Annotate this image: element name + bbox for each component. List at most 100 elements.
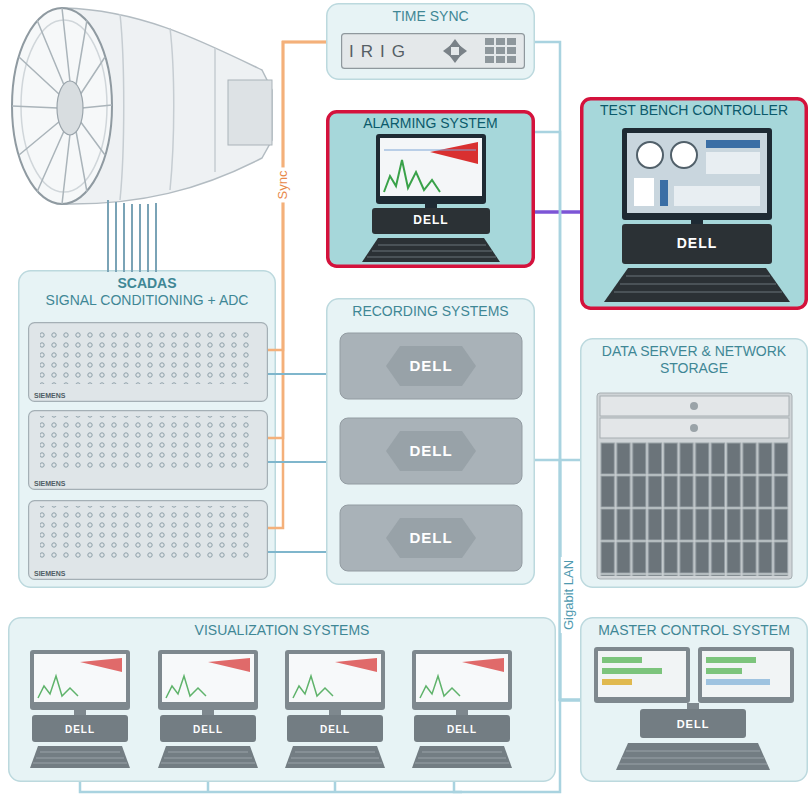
recording-servers: [340, 333, 522, 571]
screen-chart: [430, 142, 478, 164]
lan-drop-wire: [80, 782, 462, 792]
monitor-screen: [380, 138, 482, 196]
brand-logo: DELL: [447, 724, 477, 735]
lan-link: [535, 132, 580, 700]
monitor-stand: [687, 703, 699, 709]
brand-logo: DELL: [65, 724, 95, 735]
pc-tower: [372, 208, 490, 234]
keypad-key: [485, 38, 494, 45]
lan-link: [535, 460, 580, 700]
sync-line: [268, 42, 326, 350]
scadas-rack-faces: [40, 328, 255, 562]
box-title: SCADAS: [24, 275, 270, 292]
screen-panel: [674, 186, 760, 206]
box-title: SIEMENS: [34, 480, 66, 488]
highlighted-panel-ground: [328, 112, 534, 267]
system-panel: SCADASSIGNAL CONDITIONING + ADCSIEMENSSI…: [18, 270, 276, 588]
keypad-key: [485, 56, 494, 63]
engine-fan-ring: [21, 20, 107, 192]
workstation: [412, 650, 512, 768]
time-code-device-ground: [342, 34, 525, 69]
server-bezel: [386, 346, 476, 386]
keyboard-keys: [614, 276, 782, 292]
workstation: [285, 650, 385, 768]
keyboard: [362, 238, 500, 262]
network-label: Gigabit LAN: [561, 557, 577, 633]
server-chassis: [340, 333, 522, 399]
arrow-key: [443, 45, 451, 57]
highlighted-panel-ground: [582, 99, 807, 309]
rack-connectors: [40, 416, 255, 472]
sensor-cables: [108, 200, 156, 272]
pc-tower: [622, 224, 772, 264]
irig-device-controls: [443, 38, 516, 63]
system-panel-ground: [581, 618, 808, 782]
keyboard: [616, 743, 770, 770]
brand-logo: DELL: [320, 724, 350, 735]
screen-panel: [706, 140, 760, 148]
box-grounds: [9, 4, 808, 782]
server-chassis: [340, 505, 522, 571]
keyboard-keys: [367, 245, 496, 257]
keypad-key: [496, 38, 505, 45]
rack-connectors: [40, 328, 255, 384]
system-panel-ground: [9, 618, 556, 782]
monitor-frame: [594, 647, 690, 703]
server-unit: [600, 418, 789, 438]
control-link: [535, 210, 580, 214]
workstation: [30, 650, 130, 768]
data-link: [268, 551, 326, 553]
screen-bar: [602, 668, 662, 674]
brand-logo: DELL: [409, 530, 452, 547]
monitor-frame: [698, 647, 794, 703]
sync-line: [268, 42, 326, 528]
time-code-device: IRIG: [341, 33, 525, 69]
sync-line: [268, 42, 326, 438]
brand-logo: DELL: [409, 358, 452, 375]
master-control-pc: [594, 647, 794, 770]
link-label: Sync: [275, 168, 291, 203]
server-chassis: [340, 418, 522, 484]
daq-rack: SIEMENS: [28, 500, 268, 580]
engine-hub: [57, 81, 83, 135]
lan-link: [454, 700, 580, 792]
box-title: ALARMING SYSTEM: [332, 115, 529, 132]
keypad-key: [507, 47, 516, 54]
gauge: [637, 142, 663, 168]
daq-rack-ground: [29, 411, 268, 490]
screen-bar: [706, 657, 756, 663]
keyboard-keys: [619, 751, 767, 764]
keypad-key: [496, 56, 505, 63]
engine-fan-blades: [12, 8, 112, 204]
box-title: RECORDING SYSTEMS: [332, 303, 529, 320]
brand-logo: DELL: [677, 718, 710, 730]
workstation: [158, 650, 258, 768]
keypad-key: [485, 47, 494, 54]
box-title: SIEMENS: [34, 570, 66, 578]
data-link: [268, 373, 326, 375]
connectors: [268, 42, 580, 792]
monitor-screen: [702, 651, 790, 697]
screen-chart: [384, 150, 476, 151]
monitor-frame: [376, 134, 486, 204]
gauge: [671, 142, 697, 168]
rack-frame: [597, 393, 792, 579]
screen-panel: [660, 180, 668, 206]
daq-rack-ground: [29, 323, 268, 402]
monitor-screen: [627, 133, 767, 213]
screen-panel: [634, 178, 654, 206]
screen-bar: [706, 668, 742, 674]
box-title: DATA SERVER & NETWORK STORAGE: [586, 343, 802, 377]
lan-link: [535, 42, 580, 700]
engine-panel-lines: [120, 14, 215, 200]
monitor-stand: [691, 220, 703, 224]
box-title: TIME SYNC: [332, 8, 529, 25]
server-bezel: [386, 431, 476, 471]
visualization-pcs: [30, 650, 512, 792]
lan-link: [560, 460, 580, 700]
box-title: SIEMENS: [34, 392, 66, 400]
monitor-frame: [622, 128, 772, 220]
screen-panel: [706, 152, 760, 174]
data-link: [268, 461, 326, 463]
system-panel-ground: [327, 299, 535, 585]
